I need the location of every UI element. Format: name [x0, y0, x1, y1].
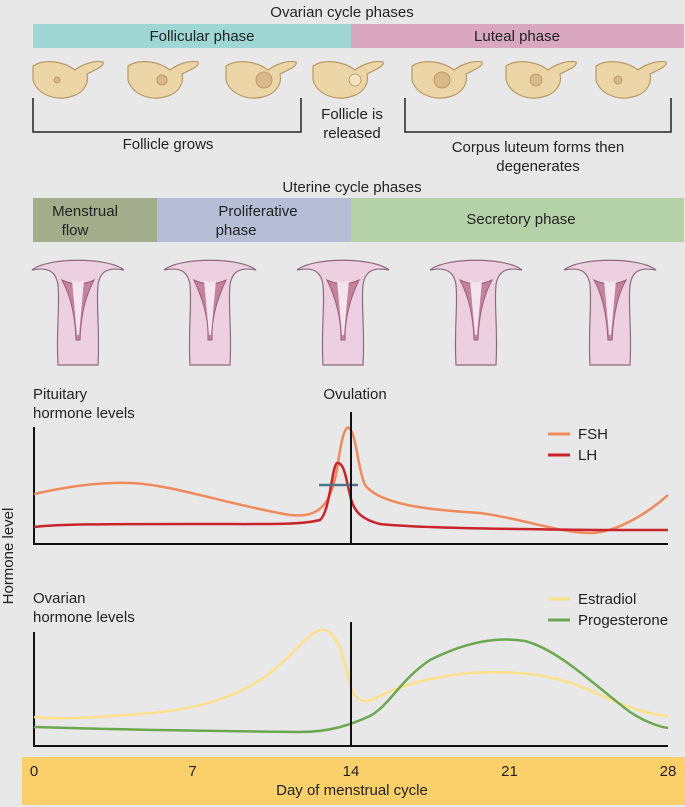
legend-label: FSH	[578, 426, 608, 443]
uterine-cavity	[470, 280, 482, 335]
ovary-illustrations	[32, 60, 667, 99]
follicle-mark	[348, 73, 362, 87]
ovary-illustration	[505, 60, 577, 99]
proliferative-phase-bar	[157, 198, 351, 242]
estradiol-curve	[33, 628, 669, 720]
ovary-shape	[595, 60, 667, 99]
ovary-illustration	[127, 60, 199, 99]
follicle-grows-bracket	[32, 98, 302, 133]
menstrual-label-1: Menstrual	[52, 203, 118, 220]
secretory-phase-bar	[351, 198, 684, 242]
ovary-illustration	[595, 60, 667, 99]
follicular-phase-bar	[33, 24, 351, 48]
ovary-illustration	[225, 60, 297, 99]
x-tick-label: 7	[188, 763, 196, 780]
uterine-cavity	[72, 280, 84, 335]
corpus-luteum-label-1: Corpus luteum forms then	[452, 139, 625, 156]
ovulation-label: Ovulation	[323, 386, 386, 403]
uterus-illustration	[163, 259, 257, 366]
ovarian-hormone-label-1: Ovarian	[33, 590, 86, 607]
follicle-mark	[156, 74, 168, 86]
ovarian-axes	[33, 632, 668, 747]
follicle-mark	[529, 73, 543, 87]
follicle-released-label-2: released	[323, 125, 381, 142]
corpus-luteum-label-2: degenerates	[496, 158, 579, 175]
uterus-illustration	[296, 259, 390, 366]
progesterone-curve	[33, 638, 669, 734]
uterus-illustration	[429, 259, 523, 366]
follicle-mark	[255, 71, 273, 89]
uterine-cycle-title: Uterine cycle phases	[282, 179, 421, 196]
ovary-illustration	[411, 60, 483, 99]
ovarian-cycle-title: Ovarian cycle phases	[270, 4, 413, 21]
luteal-phase-bar	[351, 24, 684, 48]
pituitary-axes	[33, 427, 668, 545]
follicle-mark	[53, 76, 61, 84]
follicular-phase-label: Follicular phase	[149, 28, 254, 45]
menstrual-flow-bar	[33, 198, 157, 242]
uterus-illustration	[31, 259, 125, 366]
x-tick-label: 0	[30, 763, 38, 780]
ovary-illustration	[312, 60, 384, 99]
pituitary-label-1: Pituitary	[33, 386, 88, 403]
secretory-phase-label: Secretory phase	[466, 211, 575, 228]
proliferative-label-2: phase	[216, 222, 257, 239]
pituitary-label-2: hormone levels	[33, 405, 135, 422]
legend-label: Progesterone	[578, 612, 668, 629]
uterine-cavity	[337, 280, 349, 335]
ovary-shape	[312, 60, 384, 99]
x-tick-label: 28	[660, 763, 677, 780]
lh-curve	[33, 461, 668, 532]
x-axis-band	[22, 757, 685, 805]
ovary-illustration	[32, 60, 104, 99]
y-axis-label: Hormone level	[0, 508, 17, 605]
corpus-luteum-bracket	[404, 98, 672, 133]
menstrual-label-2: flow	[62, 222, 89, 239]
x-axis-ticks: 0 7 14 21 28	[30, 763, 677, 780]
ovary-shape	[32, 60, 104, 99]
follicle-grows-label: Follicle grows	[123, 136, 214, 153]
luteal-phase-label: Luteal phase	[474, 28, 560, 45]
pituitary-legend: FSH LH	[548, 426, 608, 464]
uterine-cavity	[604, 280, 616, 335]
legend-label: Estradiol	[578, 591, 636, 608]
ovarian-hormone-label-2: hormone levels	[33, 609, 135, 626]
uterine-cavity	[204, 280, 216, 335]
x-axis-title: Day of menstrual cycle	[276, 782, 428, 799]
uterus-illustration	[563, 259, 657, 366]
x-tick-label: 21	[501, 763, 518, 780]
follicle-released-label-1: Follicle is	[321, 106, 383, 123]
follicle-mark	[613, 75, 623, 85]
follicle-mark	[433, 71, 451, 89]
proliferative-label-1: Proliferative	[218, 203, 297, 220]
x-tick-label: 14	[343, 763, 360, 780]
legend-label: LH	[578, 447, 597, 464]
uterus-illustrations	[31, 259, 657, 366]
